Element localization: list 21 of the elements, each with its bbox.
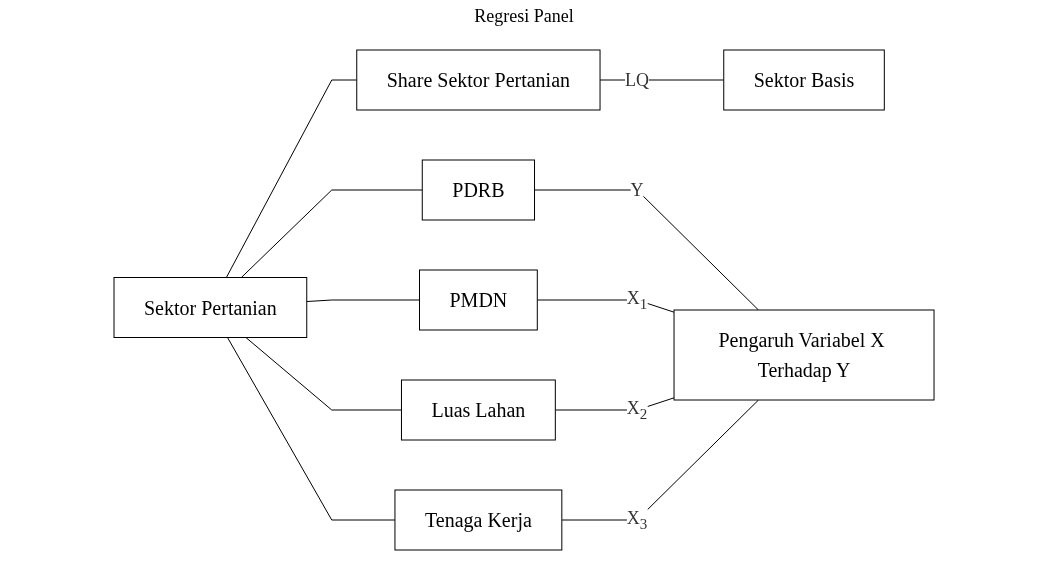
edge-label: X$_{3}$ [626,507,648,532]
connector [240,189,423,278]
node-box: PMDN [419,269,538,330]
node-box: Pengaruh Variabel X Terhadap Y [673,309,935,400]
connector [561,399,759,520]
note-text: Regresi Panel [474,6,574,27]
node-box: Luas Lahan [400,379,556,440]
connector [245,336,402,410]
edge-label: LQ [625,69,650,89]
node-box: Tenaga Kerja [394,489,563,550]
edge-label: X$_{1}$ [626,287,648,312]
edge-label: Y [630,179,644,199]
connector [227,336,396,520]
node-box: Sektor Basis [723,49,885,110]
connector [306,299,420,302]
connector [225,79,358,278]
node-box: PDRB [421,159,535,220]
connector [534,189,759,310]
node-box: Share Sektor Pertanian [356,49,601,110]
edge-label: X$_{2}$ [626,397,648,422]
node-box: Sektor Pertanian [113,276,308,338]
